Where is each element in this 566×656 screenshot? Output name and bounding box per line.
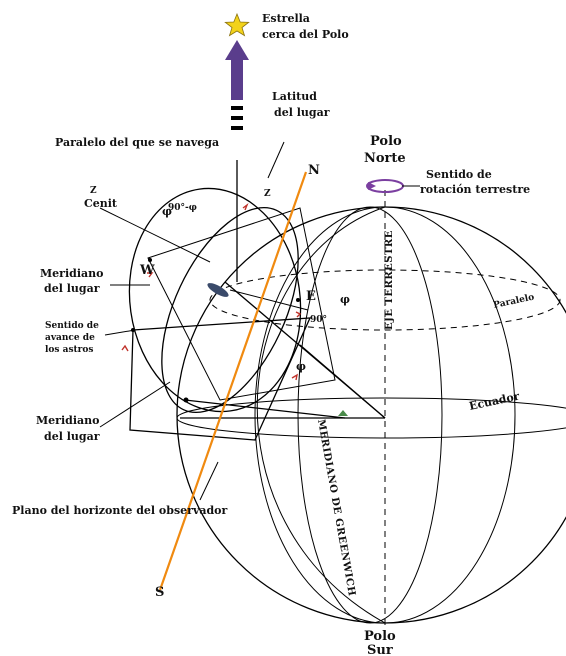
paralelo-small-label: Paralelo [493,293,536,311]
accent-mark-5 [295,311,302,318]
north-label: N [308,163,320,178]
west-label: W [139,263,155,278]
horizon-sphere [128,187,302,413]
meridian-plane-line-2 [299,344,386,419]
accent-mark-2 [147,272,154,278]
sentido-astros-line2: avance de [45,333,95,343]
rotation-arrowhead [368,182,376,190]
accent-mark-4 [291,373,298,381]
arrow-dash-3 [231,126,243,130]
latitud-label-line1: Latitud [272,90,317,103]
greenwich-meridian [297,206,443,624]
polo-norte-line2: Norte [364,151,406,166]
arrow-dash-2 [231,116,243,120]
parallel-line [209,269,561,331]
polo-norte-line1: Polo [370,134,402,149]
meridiano-top-line2: del lugar [44,282,100,295]
angle-90-label: 90° [310,315,327,325]
angle-phi-label: φ [162,205,172,218]
accent-mark-3 [121,344,129,352]
latitud-label-line2: del lugar [274,106,330,119]
point-lower [183,397,189,403]
leader-sentido-astros [104,329,136,336]
meridiano-bot-line1: Meridiano [36,414,99,427]
zenith-small-label: Z [264,189,271,199]
rotacion-label-line2: rotación terrestre [420,183,530,196]
plano-horizonte-label: Plano del horizonte del observador [12,504,227,517]
paralelo-label: Paralelo del que se navega [55,136,219,149]
horizon-plane [129,317,312,441]
arrow-shaft [231,58,243,100]
polo-sur-line1: Polo [364,629,396,644]
south-label: S [155,585,164,600]
polo-sur-line2: Sur [367,643,393,656]
ray-to-e [229,289,309,311]
meridian-arc-left [256,206,386,624]
east-label: E [306,289,316,304]
leader-plano [199,461,219,501]
greenwich-label: MERIDIANO DE GREENWICH [315,419,357,598]
zenith-label-line2: Cenit [84,197,118,210]
angle-phi-b-label: φ [340,293,350,306]
point-left [131,328,135,332]
accent-mark-1 [242,202,249,211]
arrow-dash-1 [231,106,243,110]
north-south-line [158,171,308,591]
sentido-astros-line3: los astros [45,345,94,355]
point-w [148,258,152,262]
leader-latitud [267,141,285,179]
meridian-plane-line [184,399,346,419]
angle-phi-c-label: φ [296,360,306,373]
star-caption-line2: cerca del Polo [262,28,349,41]
zenith-label-line1: Z [90,186,97,196]
accent-triangle [338,410,348,416]
ecuador-label: Ecuador [468,390,521,413]
point-e [296,298,300,302]
local-meridian-ellipse [161,206,299,414]
sentido-astros-line1: Sentido de [45,321,99,331]
parallel-plane [147,207,336,401]
leader-zenith [99,207,211,263]
eje-terrestre-label: EJE TERRESTRE [384,230,395,330]
meridiano-top-line1: Meridiano [40,267,103,280]
angle-90phi-label: 90°-φ [168,203,197,213]
leader-meridiano-bot [99,381,171,428]
star-caption-line1: Estrella [262,12,310,25]
earth-globe-outline [176,206,566,624]
meridiano-bot-line2: del lugar [44,430,100,443]
star-icon [224,12,250,37]
rotacion-label-line1: Sentido de [426,168,492,181]
arrow-up-icon [225,40,249,60]
observer-marker [207,283,229,297]
